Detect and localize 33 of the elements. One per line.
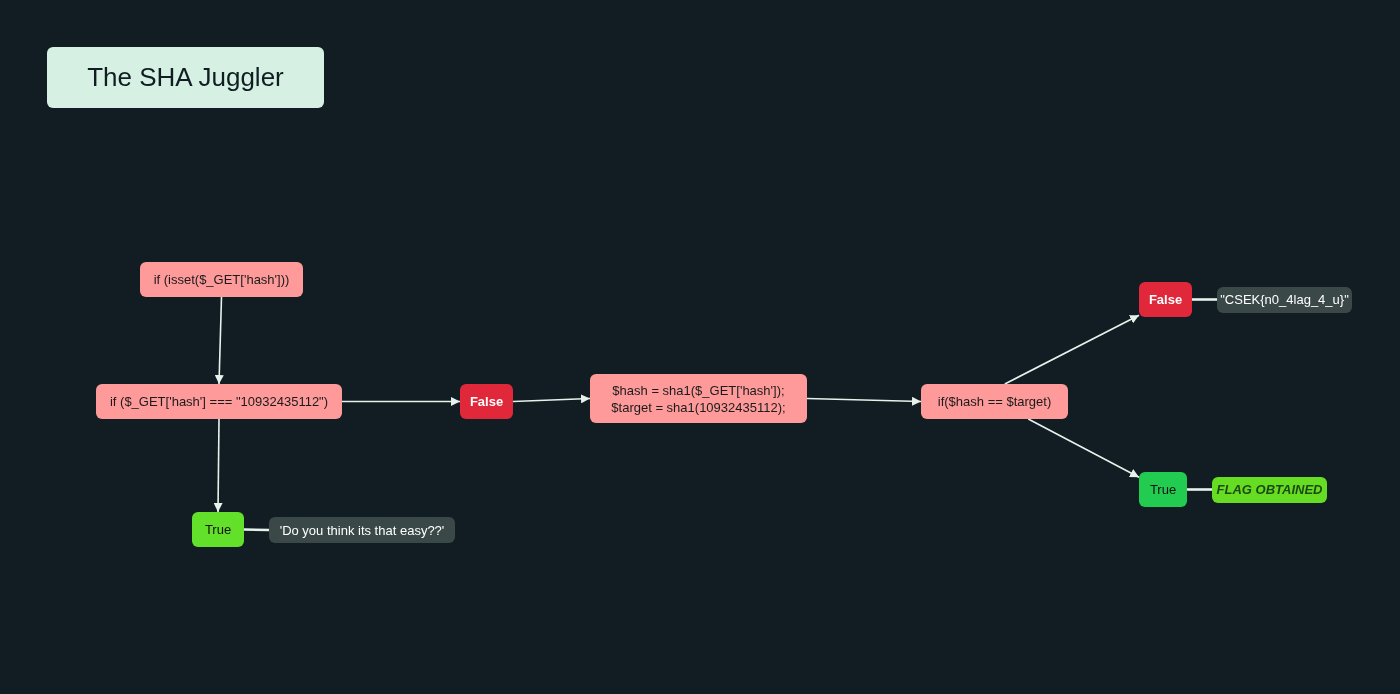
code-text: $hash = sha1($_GET['hash']); $target = sha1(10932435112); [610, 381, 787, 416]
code-text: if (isset($_GET['hash'])) [153, 271, 290, 288]
result-box [1212, 476, 1327, 503]
false-branch-box [460, 384, 513, 419]
arrow [1004, 314, 1140, 385]
output-box [269, 517, 455, 543]
condition-box [96, 384, 342, 419]
arrow [806, 396, 922, 406]
false-branch-box [1139, 282, 1192, 317]
connector-line [1192, 298, 1217, 301]
code-text: if($hash == $target) [937, 393, 1052, 410]
connector-line [1187, 488, 1212, 491]
arrow [213, 418, 223, 513]
condition-box [921, 384, 1068, 419]
arrow [214, 296, 224, 385]
branch-label: False [1148, 291, 1183, 308]
arrow [512, 394, 591, 404]
condition-box [590, 374, 807, 423]
arrow [341, 397, 461, 406]
condition-box [140, 262, 303, 297]
branch-label: True [1149, 481, 1177, 498]
true-branch-box [192, 512, 244, 547]
branch-label: True [204, 521, 232, 538]
output-text: 'Do you think its that easy??' [279, 521, 445, 539]
branch-label: False [469, 393, 504, 410]
output-text: "CSEK{n0_4lag_4_u}" [1220, 291, 1349, 308]
connector-line [243, 528, 270, 532]
true-branch-box [1139, 472, 1187, 507]
arrow [1027, 418, 1140, 479]
result-text: FLAG OBTAINED [1216, 481, 1323, 498]
output-box [1217, 286, 1352, 313]
code-text: if ($_GET['hash'] === "10932435112") [109, 393, 329, 410]
diagram-title: The SHA Juggler [47, 47, 324, 108]
